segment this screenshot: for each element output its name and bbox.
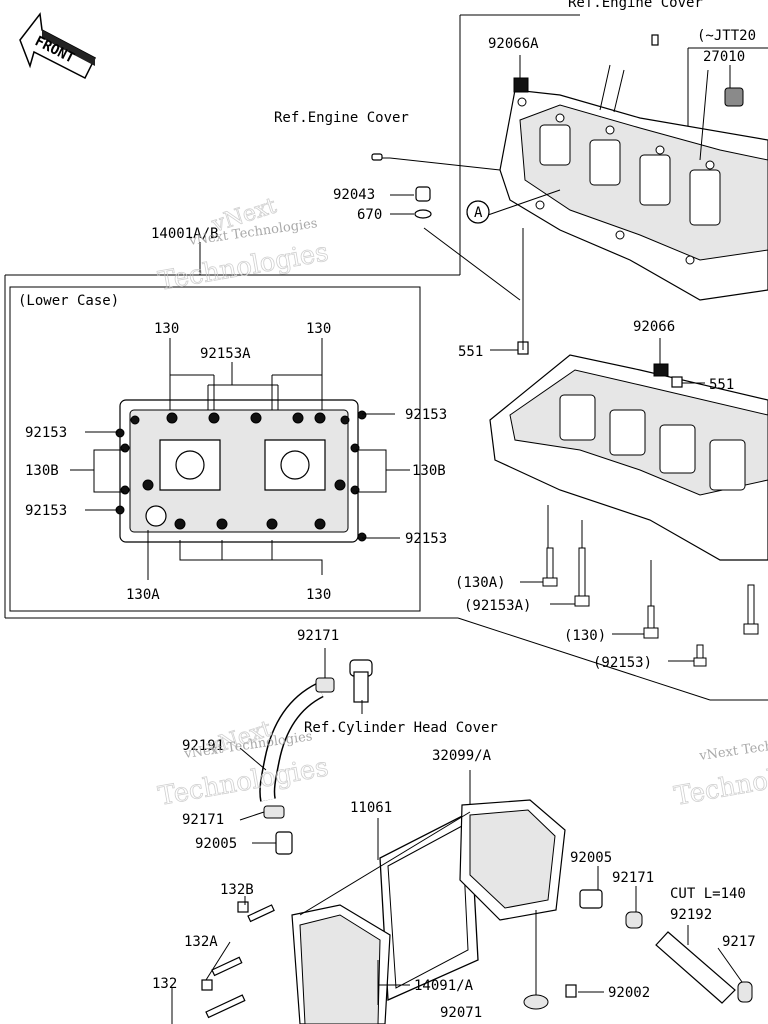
label-92005-left: 92005 — [195, 836, 237, 852]
label-551-right: 551 — [709, 377, 734, 393]
label-92153-left-2: 92153 — [25, 503, 67, 519]
label-92066: 92066 — [633, 319, 675, 335]
label-14001: 14001A/B — [151, 226, 218, 242]
label-92153-paren: (92153) — [593, 655, 652, 671]
label-ref-engine-cover: Ref.Engine Cover — [274, 110, 409, 126]
label-92071: 92071 — [440, 1005, 482, 1021]
label-92191: 92191 — [182, 738, 224, 754]
label-132A: 132A — [184, 934, 218, 950]
reference-a-marker — [466, 200, 490, 224]
label-11061: 11061 — [350, 800, 392, 816]
label-circle-a: A — [474, 205, 483, 221]
upper-case-frame — [4, 14, 768, 701]
label-130B-right: 130B — [412, 463, 446, 479]
watermark: vNext vNext Technologies Technologies vN… — [156, 193, 768, 812]
watermark-tech-3: Technologies — [672, 752, 768, 811]
label-92171-right: 92171 — [612, 870, 654, 886]
watermark-tech-2: Technologies — [156, 752, 331, 811]
label-130-top-left: 130 — [154, 321, 179, 337]
breather-parts — [201, 659, 753, 1024]
label-ref-engine-cover-top: Ref.Engine Cover — [568, 0, 703, 11]
label-92066A: 92066A — [488, 36, 539, 52]
label-551-left: 551 — [458, 344, 483, 360]
label-130-top-right: 130 — [306, 321, 331, 337]
upper-crankcase — [499, 34, 768, 301]
label-92153-left-1: 92153 — [25, 425, 67, 441]
label-jtt: (~JTT20 — [697, 28, 756, 44]
label-lower-case: (Lower Case) — [18, 293, 119, 309]
label-130B-left: 130B — [25, 463, 59, 479]
label-130-bottom: 130 — [306, 587, 331, 603]
label-9217: 9217 — [722, 934, 756, 950]
label-92153A: 92153A — [200, 346, 251, 362]
upper-leaders — [199, 55, 731, 662]
label-92171-mid: 92171 — [182, 812, 224, 828]
label-92192: 92192 — [670, 907, 712, 923]
label-132: 132 — [152, 976, 177, 992]
label-130A-bottom: 130A — [126, 587, 160, 603]
lower-crankcase — [489, 341, 768, 667]
label-130-paren: (130) — [564, 628, 606, 644]
label-92171-top: 92171 — [297, 628, 339, 644]
lower-case-inset — [9, 286, 421, 612]
label-ref-cylinder-head: Ref.Cylinder Head Cover — [304, 720, 498, 736]
label-670: 670 — [357, 207, 382, 223]
bottom-leaders — [171, 648, 743, 1024]
label-92005-right: 92005 — [570, 850, 612, 866]
watermark-sub-3: vNext Technologies — [697, 731, 768, 764]
label-92153-right-2: 92153 — [405, 531, 447, 547]
label-27010: 27010 — [703, 49, 745, 65]
label-132B: 132B — [220, 882, 254, 898]
front-arrow-icon: FRONT — [19, 12, 96, 80]
label-92153A-paren: (92153A) — [464, 598, 531, 614]
upper-small-parts — [371, 153, 490, 224]
label-130A-paren: (130A) — [455, 575, 506, 591]
label-92153-right-1: 92153 — [405, 407, 447, 423]
label-92043: 92043 — [333, 187, 375, 203]
label-92002: 92002 — [608, 985, 650, 1001]
label-14091: 14091/A — [414, 978, 474, 994]
label-32099: 32099/A — [432, 748, 492, 764]
part-labels: Ref.Engine Cover (~JTT20 27010 92066A Re… — [18, 0, 756, 1021]
watermark-tech-1: Technologies — [156, 237, 331, 296]
label-cut: CUT L=140 — [670, 886, 746, 902]
